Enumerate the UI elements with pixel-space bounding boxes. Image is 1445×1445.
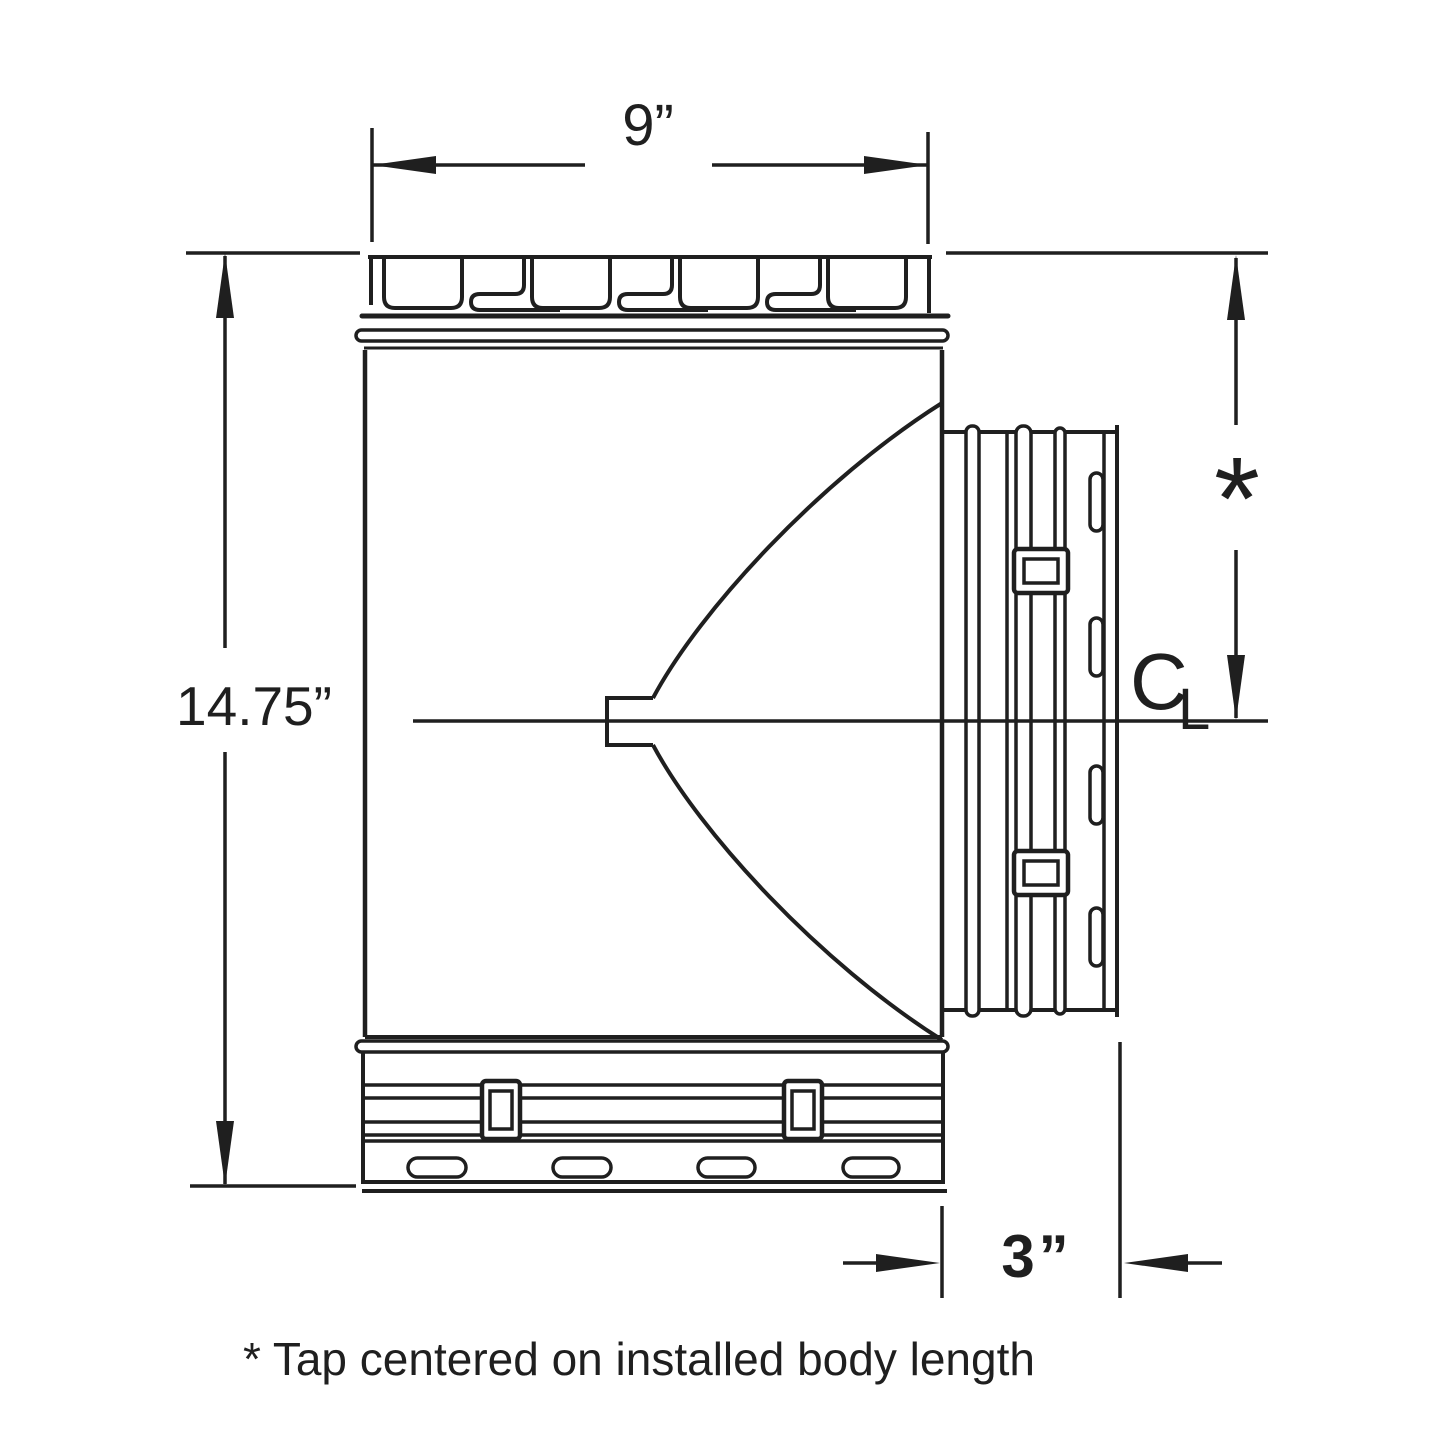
- crimp-hook: [616, 257, 708, 312]
- arrowhead-left-icon: [372, 156, 436, 174]
- crimp-hook: [764, 257, 856, 312]
- dimension-label-overall-height: 14.75”: [176, 675, 332, 737]
- dimension-label-top-width: 9”: [622, 93, 674, 158]
- arrowhead-right-icon: [876, 1254, 940, 1272]
- dimension-top-width: [370, 128, 930, 244]
- arrowhead-right-icon: [864, 156, 928, 174]
- collar-latch-inner: [790, 1089, 816, 1131]
- funnel-bottom-curve: [651, 744, 944, 1042]
- dimension-label-tap-length: 3”: [1001, 1223, 1073, 1290]
- branch-slot: [1088, 616, 1105, 678]
- collar-bead: [354, 328, 950, 343]
- top-crimped-collar: [354, 255, 951, 350]
- crimp-tab: [530, 257, 612, 310]
- dimension-overall-height: [186, 251, 360, 1188]
- branch-latch-inner: [1022, 557, 1060, 585]
- crimp-tab: [678, 257, 760, 310]
- footnote-text: * Tap centered on installed body length: [243, 1333, 1035, 1385]
- arrowhead-down-icon: [216, 1121, 234, 1186]
- collar-slot: [841, 1156, 901, 1179]
- dimension-tap-length: [843, 1042, 1222, 1298]
- branch-slot: [1088, 764, 1105, 826]
- collar-slot: [551, 1156, 613, 1179]
- centerline-symbol-l: L: [1178, 677, 1211, 742]
- branch-latch-inner: [1022, 859, 1060, 887]
- arrowhead-down-icon: [1227, 655, 1245, 720]
- arrowhead-up-icon: [1227, 255, 1245, 320]
- collar-slot: [696, 1156, 757, 1179]
- crimp-tab: [382, 257, 464, 310]
- arrowhead-left-icon: [1124, 1254, 1188, 1272]
- crimp-hook: [468, 257, 560, 312]
- funnel-top-curve: [651, 401, 944, 699]
- tee-body: [362, 350, 945, 1037]
- branch-slot: [1088, 906, 1105, 968]
- branch-slot: [1088, 471, 1105, 533]
- centerline-symbol-c: C: [1130, 637, 1188, 726]
- collar-latch-inner: [488, 1089, 514, 1131]
- bottom-collar: [354, 1035, 950, 1193]
- dimension-tap-offset: [946, 251, 1268, 720]
- collar-slot: [406, 1156, 468, 1179]
- dimension-label-tap-offset: *: [1214, 433, 1260, 565]
- arrowhead-up-icon: [216, 253, 234, 318]
- collar-bead: [354, 1039, 950, 1054]
- crimp-tab: [826, 257, 908, 310]
